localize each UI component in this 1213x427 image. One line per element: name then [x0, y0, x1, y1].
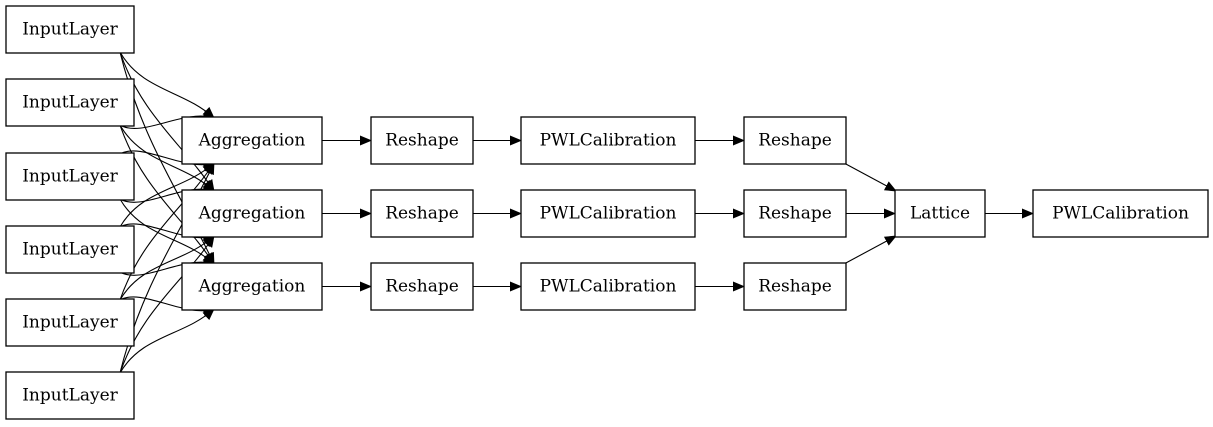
edge-in5-to-agg1 [119, 162, 215, 301]
nodes-layer: InputLayer InputLayer InputLayer InputLa… [5, 5, 1209, 420]
node-label: Reshape [385, 204, 459, 224]
node-pwlcalibration-output: PWLCalibration [1032, 189, 1209, 238]
edge-in6-to-agg2 [119, 235, 215, 374]
node-label: Aggregation [198, 277, 306, 297]
node-inputlayer-6: InputLayer [5, 371, 135, 420]
edge-in1-to-agg2 [119, 51, 215, 192]
node-label: Lattice [910, 204, 970, 224]
node-reshape-a2: Reshape [370, 189, 474, 238]
node-label: InputLayer [22, 313, 118, 333]
edge-in2-to-agg3 [119, 124, 215, 265]
edge-in1-to-agg1 [119, 51, 215, 119]
node-reshape-b2: Reshape [743, 189, 847, 238]
node-label: PWLCalibration [1052, 204, 1189, 224]
node-aggregation-1: Aggregation [181, 116, 323, 165]
edges-layer [119, 51, 1034, 374]
node-inputlayer-1: InputLayer [5, 5, 135, 54]
node-label: Reshape [385, 277, 459, 297]
node-inputlayer-3: InputLayer [5, 152, 135, 201]
node-reshape-a1: Reshape [370, 116, 474, 165]
node-reshape-b1: Reshape [743, 116, 847, 165]
node-inputlayer-5: InputLayer [5, 298, 135, 347]
node-label: InputLayer [22, 240, 118, 260]
node-label: Reshape [758, 277, 832, 297]
node-label: PWLCalibration [540, 131, 677, 151]
node-label: Reshape [385, 131, 459, 151]
edge-in6-to-agg3 [119, 308, 215, 374]
edge-resB3-to-lattice [843, 235, 897, 265]
node-inputlayer-4: InputLayer [5, 225, 135, 274]
edge-resB1-to-lattice [843, 162, 897, 192]
node-label: Reshape [758, 131, 832, 151]
node-pwlcalibration-2: PWLCalibration [520, 189, 696, 238]
node-label: InputLayer [22, 386, 118, 406]
node-label: Reshape [758, 204, 832, 224]
node-label: Aggregation [198, 131, 306, 151]
node-label: InputLayer [22, 20, 118, 40]
node-inputlayer-2: InputLayer [5, 78, 135, 127]
node-lattice: Lattice [894, 189, 986, 238]
node-reshape-a3: Reshape [370, 262, 474, 311]
edge-in3-to-agg3 [119, 198, 215, 265]
node-label: PWLCalibration [540, 277, 677, 297]
node-reshape-b3: Reshape [743, 262, 847, 311]
node-label: PWLCalibration [540, 204, 677, 224]
node-pwlcalibration-1: PWLCalibration [520, 116, 696, 165]
node-label: InputLayer [22, 167, 118, 187]
node-aggregation-2: Aggregation [181, 189, 323, 238]
node-label: Aggregation [198, 204, 306, 224]
edge-in5-to-agg2 [119, 235, 215, 301]
edge-in2-to-agg1 [119, 109, 215, 130]
node-label: InputLayer [22, 93, 118, 113]
node-pwlcalibration-3: PWLCalibration [520, 262, 696, 311]
node-aggregation-3: Aggregation [181, 262, 323, 311]
edge-in4-to-agg1 [119, 162, 215, 228]
